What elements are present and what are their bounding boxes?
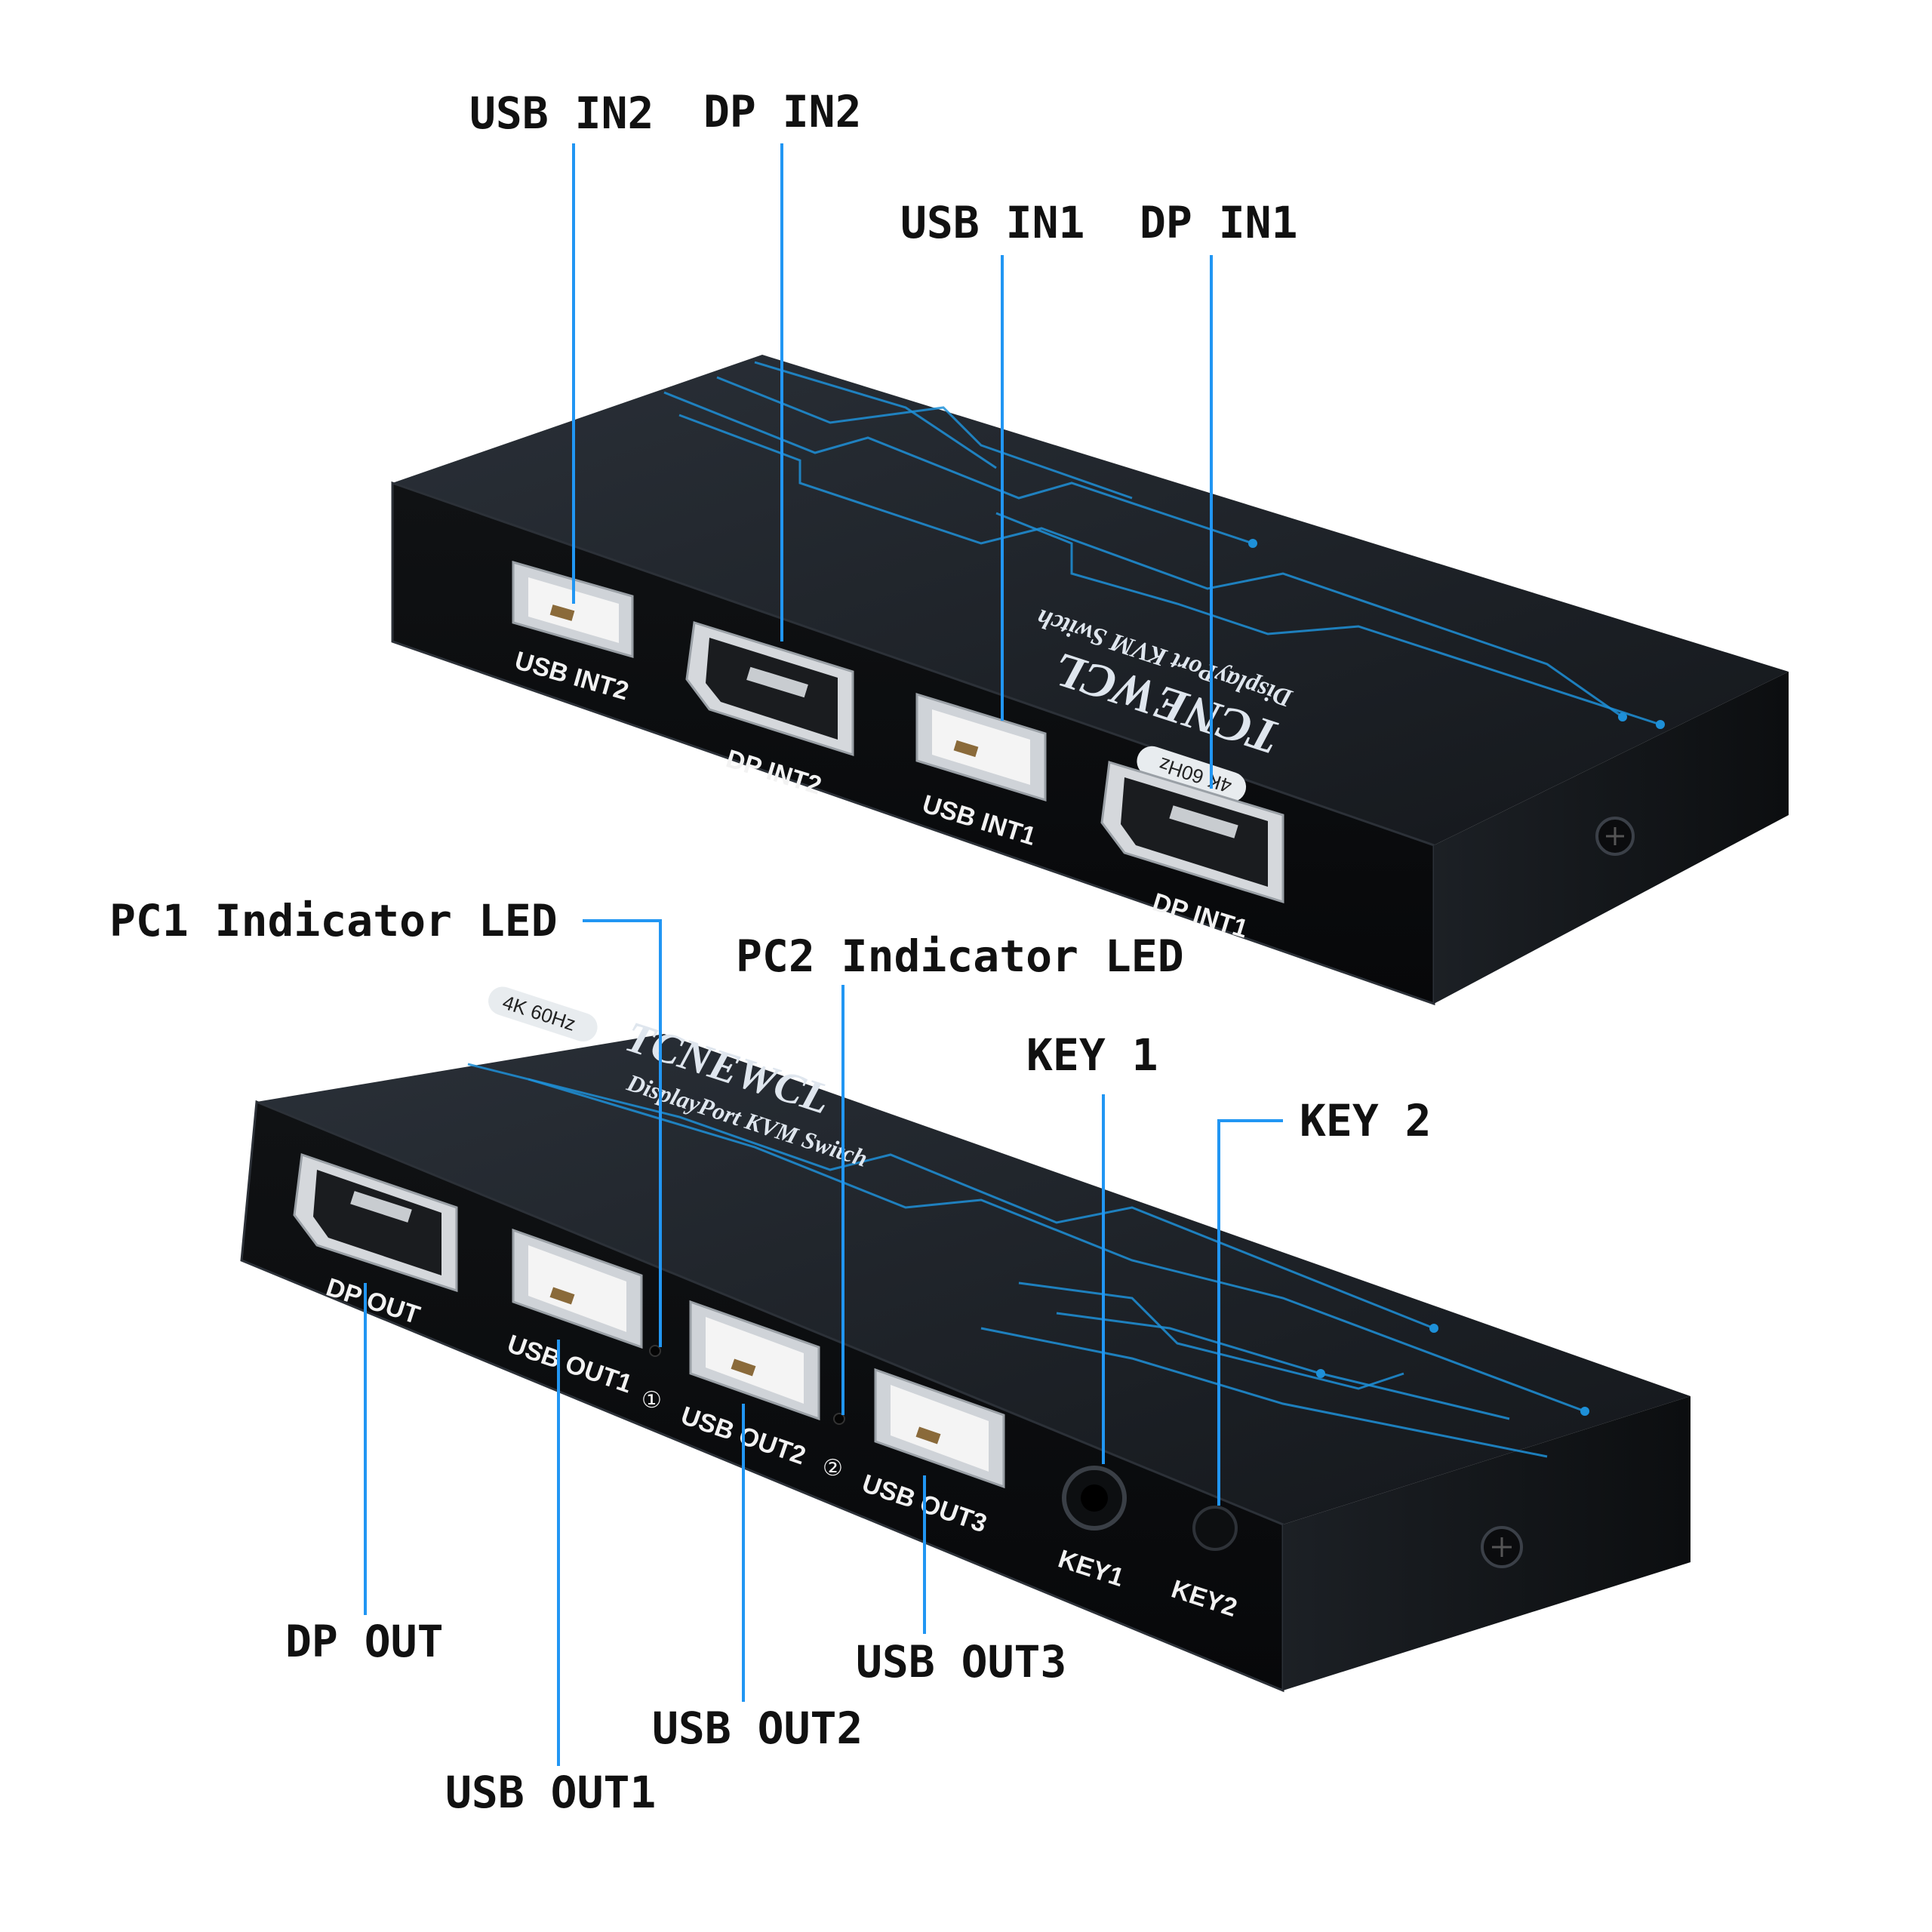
usb-out1-port[interactable] <box>512 1228 643 1349</box>
key1-jack[interactable] <box>1062 1466 1127 1531</box>
callout-dp-out: DP OUT <box>285 1616 444 1667</box>
usb-out2-port[interactable] <box>689 1300 820 1421</box>
callout-dp-in2: DP IN2 <box>703 86 862 137</box>
callout-usb-in1: USB IN1 <box>900 197 1084 248</box>
top-unit-top-surface <box>392 355 1789 845</box>
top-kvm-unit: TCNEWCL DisplayPort KVM Switch 4K 60Hz U… <box>391 355 1789 1006</box>
callout-key1: KEY 1 <box>1026 1029 1158 1081</box>
pc2-indicator-led <box>833 1413 845 1425</box>
usb-int2-port[interactable] <box>512 561 634 658</box>
callout-pc2-led: PC2 Indicator LED <box>736 931 1184 982</box>
top-unit-circuit-traces <box>663 361 1665 729</box>
dp-int2-port[interactable] <box>685 621 854 757</box>
led1-number: ① <box>641 1387 662 1414</box>
leader-pc1-led <box>583 919 662 1347</box>
callout-dp-in1: DP IN1 <box>1140 197 1298 248</box>
callout-key2: KEY 2 <box>1300 1095 1432 1146</box>
pc1-indicator-led <box>649 1345 661 1357</box>
led2-number: ② <box>823 1455 843 1481</box>
callout-usb-in2: USB IN2 <box>469 88 654 139</box>
callout-usb-out1: USB OUT1 <box>445 1767 656 1818</box>
dp-int1-port[interactable] <box>1100 761 1284 904</box>
bottom-unit-circuit-traces <box>467 1063 1589 1458</box>
callout-usb-out3: USB OUT3 <box>856 1636 1066 1687</box>
bottom-unit-top-surface <box>257 1034 1690 1524</box>
callout-leaders <box>364 143 1283 1766</box>
key2-button[interactable] <box>1192 1506 1238 1551</box>
usb-int1-port[interactable] <box>915 692 1047 802</box>
usb-out3-port[interactable] <box>874 1367 1005 1489</box>
dp-out-port[interactable] <box>293 1152 458 1293</box>
callout-pc1-led: PC1 Indicator LED <box>109 895 558 946</box>
bottom-unit-badge: 4K 60Hz <box>500 990 578 1035</box>
bottom-kvm-unit: 4K 60Hz TCNEWCL DisplayPort KVM Switch D… <box>240 986 1690 1693</box>
callout-usb-out2: USB OUT2 <box>652 1703 863 1754</box>
leader-key2 <box>1217 1119 1283 1506</box>
callout-labels: USB IN2 DP IN2 USB IN1 DP IN1 PC1 Indica… <box>109 86 1432 1818</box>
